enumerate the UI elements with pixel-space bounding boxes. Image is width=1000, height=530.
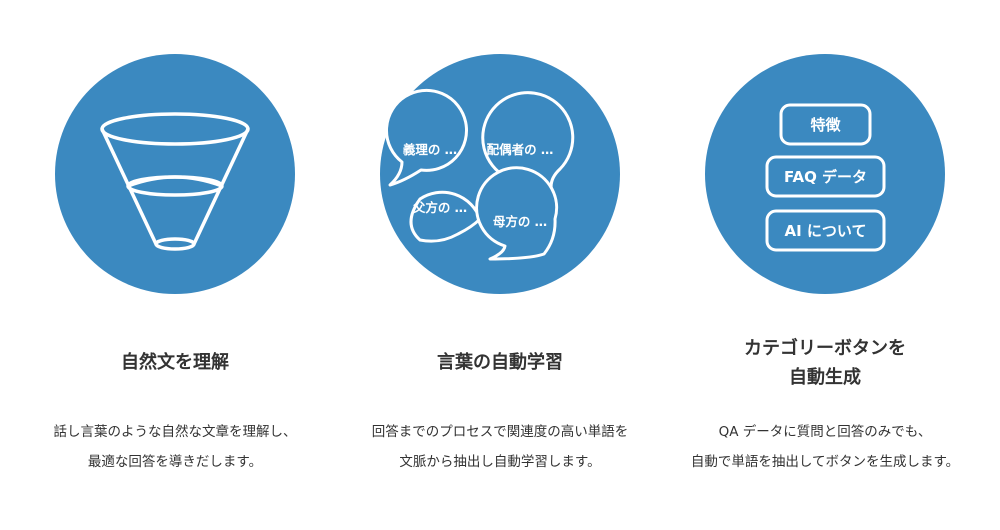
feature-description: 話し言葉のような自然な文章を理解し、 最適な回答を導きだします。 — [53, 424, 297, 470]
category-buttons-icon: 特徴 FAQ データ AI について — [705, 54, 945, 294]
bubble-label-1: 義理の … — [403, 142, 457, 157]
category-pill-label-1: 特徴 — [810, 116, 841, 134]
category-pill-3 — [765, 209, 886, 252]
feature-description: 回答までのプロセスで関連度の高い単語を 文脈から抽出し自動学習します。 — [371, 424, 629, 470]
funnel-icon — [55, 54, 295, 294]
category-pill-label-3: AI について — [785, 222, 867, 240]
feature-title: 言葉の自動学習 — [437, 352, 563, 373]
category-pill-label-2: FAQ データ — [784, 168, 867, 186]
speech-bubbles-icon: 義理の … 配偶者の … 父方の … 母方の … — [380, 54, 620, 294]
funnel-illustration — [55, 54, 295, 294]
feature-title: 自然文を理解 — [121, 352, 229, 373]
feature-title: カテゴリーボタンを 自動生成 — [744, 338, 906, 388]
feature-category-buttons: 特徴 FAQ データ AI について カテゴリーボタンを 自動生成 QA データ… — [660, 0, 990, 530]
bubble-label-2: 配偶者の … — [487, 142, 554, 157]
category-buttons-illustration: 特徴 FAQ データ AI について — [705, 54, 945, 294]
speech-bubbles-illustration: 義理の … 配偶者の … 父方の … 母方の … — [380, 54, 620, 294]
feature-auto-learning: 義理の … 配偶者の … 父方の … 母方の … 言葉の自動学習 回答までのプロ… — [335, 0, 665, 530]
speech-bubble-4 — [475, 166, 559, 261]
speech-bubble-1 — [385, 88, 468, 187]
speech-bubble-3 — [409, 190, 482, 243]
category-pill-1 — [779, 103, 872, 146]
bubble-label-3: 父方の … — [412, 200, 467, 215]
feature-description: QA データに質問と回答のみでも、 自動で単語を抽出してボタンを生成します。 — [690, 424, 960, 470]
category-pill-2 — [765, 155, 886, 198]
feature-natural-language: 自然文を理解 話し言葉のような自然な文章を理解し、 最適な回答を導きだします。 — [10, 0, 340, 530]
bubble-label-4: 母方の … — [493, 214, 547, 229]
